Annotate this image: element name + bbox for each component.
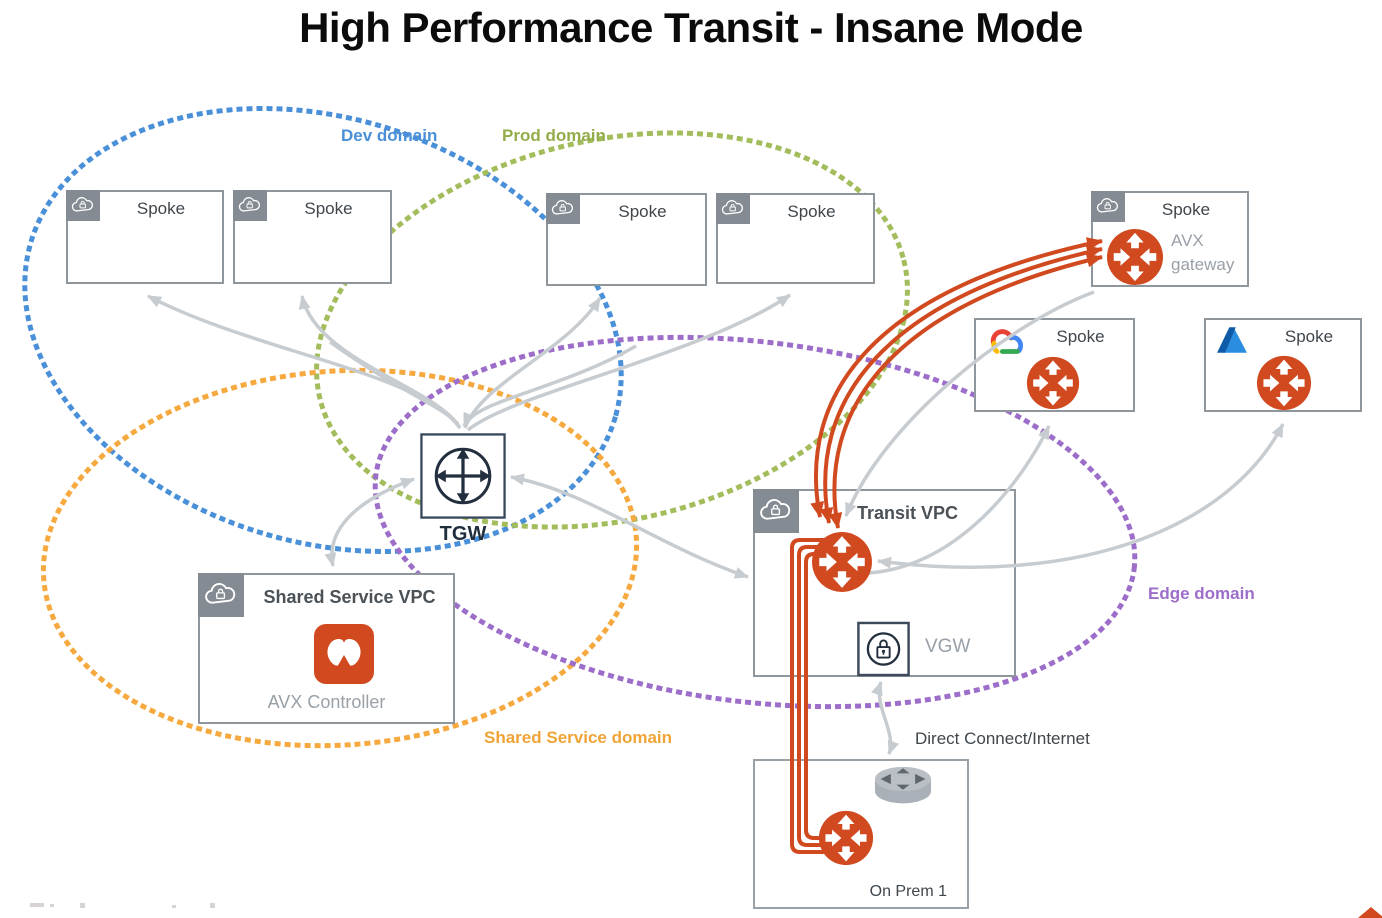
vgw-icon [857, 621, 910, 682]
aws-vpc-cloud-icon [1091, 191, 1125, 222]
avx-gateway-label: AVX gateway [1171, 231, 1235, 274]
tgw-label: TGW [439, 523, 487, 545]
aws-vpc-cloud-icon [716, 193, 750, 224]
arrow-tgw-to-spoke1 [147, 294, 462, 430]
spoke-label: Spoke [787, 202, 836, 221]
spoke-box-dev-2: Spoke [233, 190, 392, 284]
spoke-box-prod-2: Spoke [716, 193, 875, 284]
shared-service-domain-label: Shared Service domain [484, 728, 673, 747]
aws-vpc-cloud-icon [66, 190, 100, 221]
avx-gateway-icon [818, 810, 874, 871]
spoke-label: Spoke [304, 199, 353, 218]
arrow-tgw-sharedservice [324, 477, 415, 567]
aws-vpc-cloud-icon [233, 190, 267, 221]
dev-domain-label: Dev domain [341, 126, 438, 145]
arrow-tgw-transitvpc [510, 473, 749, 579]
vgw-label: VGW [925, 636, 971, 657]
arrow-vgw-router [871, 681, 900, 755]
avx-gateway-icon [1106, 228, 1164, 291]
spoke-label: Spoke [1056, 327, 1105, 346]
aws-vpc-cloud-icon [546, 193, 580, 224]
artifact [80, 903, 85, 908]
arrow-tgw-to-spoke4 [466, 293, 791, 432]
aws-vpc-cloud-icon [198, 573, 244, 617]
shared-service-vpc-title: Shared Service VPC [263, 587, 436, 607]
transit-vpc-box: Transit VPC VGW [753, 489, 1016, 677]
transit-vpc-title: Transit VPC [856, 503, 959, 523]
azure-logo-icon [1216, 326, 1248, 359]
spoke-label: Spoke [618, 202, 667, 221]
logo-fragment [1358, 907, 1382, 918]
arrow-tgw-to-spoke3 [463, 297, 602, 429]
aws-vpc-cloud-icon [753, 489, 799, 533]
artifact [210, 903, 215, 908]
prod-domain-label: Prod domain [502, 126, 606, 145]
spoke-label: Spoke [136, 199, 186, 218]
avx-gateway-icon [1026, 356, 1080, 415]
artifact [172, 905, 176, 908]
artifact [30, 903, 44, 907]
arrow-into-tgw-top [462, 344, 637, 427]
router-icon [873, 765, 933, 813]
edge-domain-label: Edge domain [1148, 584, 1255, 603]
arrow-tgw-to-spoke2 [298, 295, 462, 429]
on-prem-label: On Prem 1 [869, 883, 947, 900]
avx-controller-label: AVX Controller [267, 692, 386, 712]
shared-service-vpc-box: Shared Service VPC AVX Controller [198, 573, 455, 724]
avx-gateway-icon [811, 531, 873, 598]
gcp-cloud-icon [984, 326, 1026, 361]
spoke-box-dev-1: Spoke [66, 190, 224, 284]
spoke-label: Spoke [1161, 200, 1211, 219]
avx-gateway-icon [1256, 355, 1312, 416]
avx-controller-icon [313, 623, 375, 690]
spoke-label: Spoke [1284, 327, 1334, 346]
direct-connect-label: Direct Connect/Internet [915, 729, 1090, 748]
arrow-feeder-left [328, 340, 460, 426]
tgw-icon [420, 433, 506, 524]
spoke-box-prod-1: Spoke [546, 193, 707, 286]
page-title: High Performance Transit - Insane Mode [299, 4, 1083, 51]
artifact [50, 904, 54, 907]
